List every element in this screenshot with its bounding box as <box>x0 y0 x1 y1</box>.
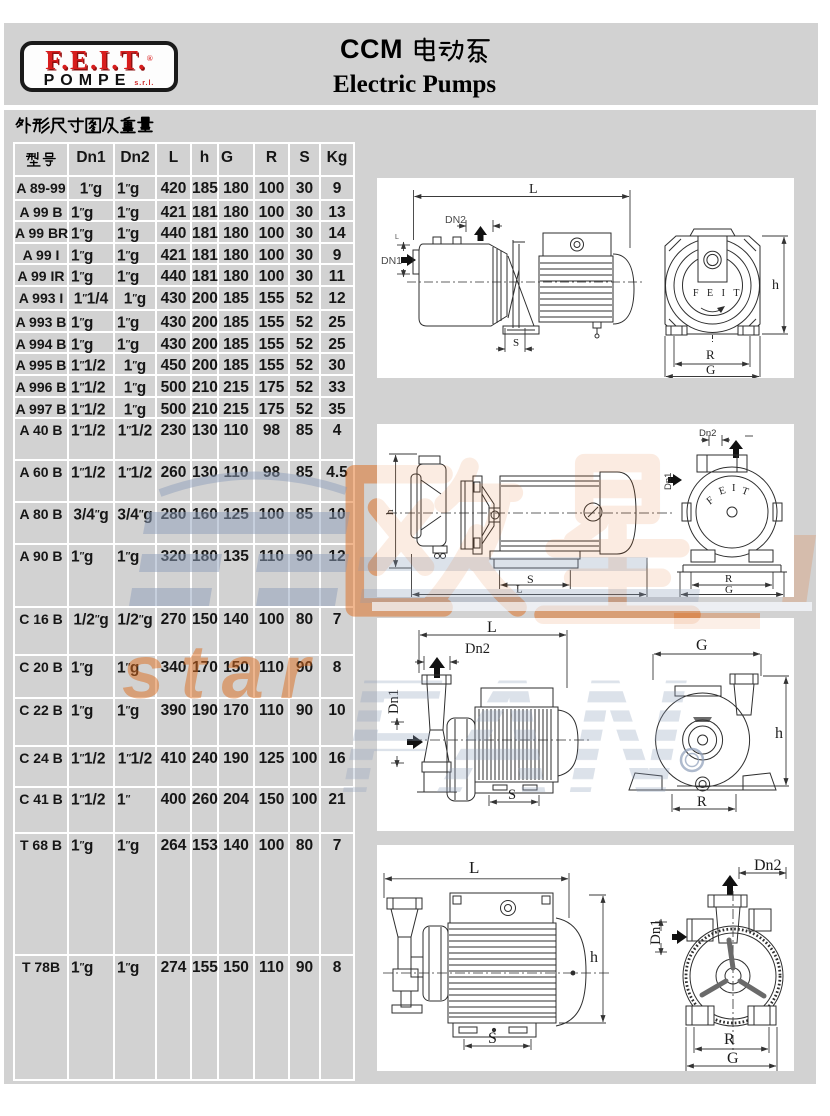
svg-text:L: L <box>469 858 479 877</box>
svg-text:I: I <box>732 483 736 494</box>
svg-text:G: G <box>727 1050 739 1067</box>
svg-text:R: R <box>724 1031 735 1048</box>
svg-text:S: S <box>513 337 519 349</box>
svg-text:h: h <box>384 509 396 515</box>
svg-text:E: E <box>718 485 728 497</box>
svg-text:h: h <box>590 949 598 966</box>
svg-text:DN2: DN2 <box>445 214 466 226</box>
svg-text:Dn2: Dn2 <box>465 641 490 657</box>
svg-text:Dn2: Dn2 <box>699 428 716 439</box>
svg-text:L: L <box>487 619 497 636</box>
svg-text:S: S <box>488 1030 497 1047</box>
svg-text:F: F <box>705 495 717 507</box>
svg-text:Dn1: Dn1 <box>386 689 402 714</box>
svg-text:L: L <box>395 234 399 241</box>
svg-text:Dn2: Dn2 <box>754 857 782 874</box>
svg-text:Dn1: Dn1 <box>663 473 674 490</box>
svg-text:R: R <box>706 347 715 362</box>
svg-text:h: h <box>775 725 783 742</box>
svg-text:G: G <box>725 584 733 596</box>
svg-text:G: G <box>706 362 715 377</box>
svg-text:F E I T: F E I T <box>693 288 742 299</box>
svg-text:R: R <box>697 794 707 810</box>
svg-text:L: L <box>516 584 523 596</box>
svg-text:h: h <box>772 278 779 293</box>
svg-text:R: R <box>725 573 733 585</box>
svg-text:T: T <box>740 486 750 499</box>
svg-text:Dn1: Dn1 <box>648 919 664 945</box>
svg-text:DN1: DN1 <box>381 255 402 267</box>
svg-text:G: G <box>696 637 708 654</box>
svg-text:S: S <box>527 572 534 586</box>
svg-text:L: L <box>529 182 538 197</box>
svg-text:S: S <box>508 787 516 803</box>
